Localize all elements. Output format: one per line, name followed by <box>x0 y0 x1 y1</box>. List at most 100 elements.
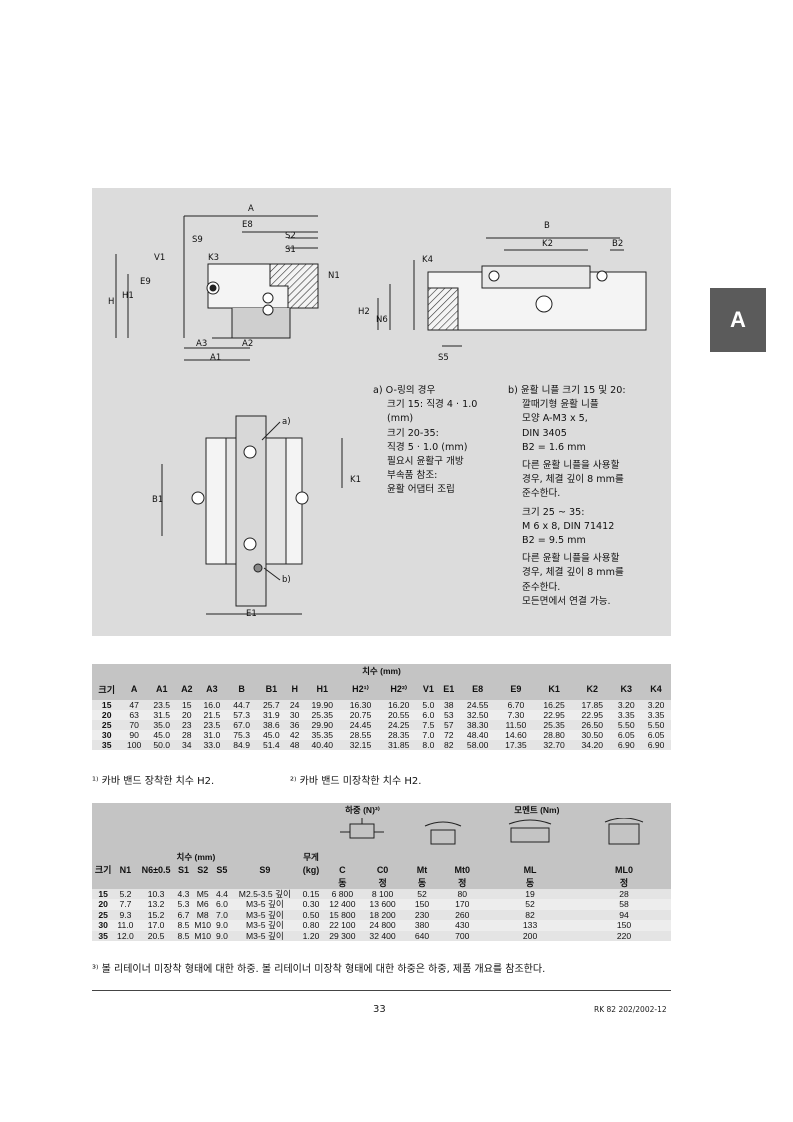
table-cell: M6 <box>191 899 214 910</box>
table-cell: 640 <box>402 930 442 942</box>
table-cell: 25 <box>92 720 122 730</box>
table-cell: 31.9 <box>256 710 287 720</box>
table-cell: 23.5 <box>197 720 227 730</box>
table-cell: 8.5 <box>175 920 192 931</box>
section-tab: A <box>710 288 766 352</box>
table-cell: 150 <box>402 899 442 910</box>
dim-label-b1: B1 <box>152 495 163 505</box>
column-header: Mt <box>402 863 442 876</box>
table-cell: 21.5 <box>197 710 227 720</box>
note-b-line: B2 = 1.6 mm <box>522 441 586 453</box>
note-a-line: a) O-링의 경우 <box>373 385 436 396</box>
table-cell: 35 <box>92 740 122 750</box>
front-section-view <box>115 215 319 361</box>
table-cell: 63 <box>121 710 147 720</box>
moment-roll-icon <box>402 817 484 851</box>
column-subheader <box>299 876 323 889</box>
table-cell: 8.5 <box>175 930 192 942</box>
table-cell: 32 400 <box>362 930 403 942</box>
note-b-line: DIN 3405 <box>522 427 567 439</box>
column-header: S5 <box>213 863 230 876</box>
note-b-line: 깔때기형 윤활 니플 <box>522 399 599 411</box>
load-icon <box>322 817 403 851</box>
table-cell: 38.6 <box>256 720 287 730</box>
column-header: E9 <box>496 678 535 700</box>
callout-b: b) <box>282 575 291 585</box>
column-header: A <box>121 678 147 700</box>
table-cell: 35 <box>92 930 115 942</box>
table-cell: 0.30 <box>299 899 323 910</box>
table-cell: 6.70 <box>496 700 535 710</box>
note-a-line: 부속품 참조: <box>387 470 438 482</box>
table-cell: 40.40 <box>303 740 342 750</box>
note-a-line: 크기 20-35: <box>387 427 439 439</box>
table-cell: 18 200 <box>362 909 403 921</box>
column-header: ML0 <box>577 863 671 876</box>
dim-label-a3: A3 <box>196 339 207 349</box>
dim-label-k4: K4 <box>422 255 433 265</box>
table-cell: 0.80 <box>299 920 323 931</box>
column-header: K4 <box>641 678 671 700</box>
table-cell: 5.3 <box>175 899 192 910</box>
table-cell: 6.90 <box>641 740 671 750</box>
table-cell: 17.35 <box>496 740 535 750</box>
table-cell: 14.60 <box>496 730 535 740</box>
dim-label-h: H <box>108 297 114 307</box>
note-b-line: 경우, 체결 깊이 8 mm를 <box>522 567 624 579</box>
dims2-header: 치수 (mm) <box>92 851 300 863</box>
table-cell: 15.2 <box>136 909 176 921</box>
table-cell: 19 <box>483 889 577 900</box>
weight-header: 무게 <box>299 851 323 863</box>
table-cell: 16.20 <box>379 700 418 710</box>
table-cell: 38.30 <box>458 720 497 730</box>
table-cell: 75.3 <box>226 730 257 740</box>
column-subheader <box>175 876 192 889</box>
note-a-line: 필요시 윤활구 개방 <box>387 456 464 468</box>
table-cell: 5.2 <box>114 889 137 900</box>
column-header: N6±0.5 <box>136 863 176 876</box>
table-cell: 31.0 <box>197 730 227 740</box>
technical-drawing-panel: A E8 S2 S1 S9 K3 V1 E9 N1 H H1 A3 A2 A1 … <box>92 188 671 636</box>
table-cell: 52 <box>483 899 577 910</box>
table-cell: 430 <box>441 920 484 931</box>
table-cell: 260 <box>441 909 484 921</box>
table-cell: 23 <box>176 720 198 730</box>
table-cell: 32.70 <box>534 740 574 750</box>
table-cell: 7.5 <box>417 720 440 730</box>
table-cell: 100 <box>121 740 147 750</box>
table-cell: 80 <box>441 889 484 900</box>
table-cell: M3-5 깊이 <box>229 899 300 910</box>
table-cell: 200 <box>483 930 577 942</box>
table-cell: 6 800 <box>322 889 363 900</box>
column-header: (kg) <box>299 863 323 876</box>
column-subheader: 동 <box>483 876 577 889</box>
moment-header: 모멘트 (Nm) <box>402 803 671 817</box>
table-cell: 6.05 <box>641 730 671 740</box>
note-b-line: 준수한다. <box>522 581 561 593</box>
column-header: S9 <box>229 863 300 876</box>
table-cell: 28.55 <box>341 730 380 740</box>
table-cell: 24.45 <box>341 720 380 730</box>
column-subheader <box>92 876 115 889</box>
table-cell: 25.35 <box>303 710 342 720</box>
table-cell: 20.75 <box>341 710 380 720</box>
table-cell: 42 <box>286 730 304 740</box>
table-cell: M10 <box>191 920 214 931</box>
table-cell: 5.0 <box>417 700 440 710</box>
table-cell: 82 <box>483 909 577 921</box>
column-subheader: 정 <box>577 876 671 889</box>
table-cell: 9.3 <box>114 909 137 921</box>
column-subheader <box>229 876 300 889</box>
table-cell: 28 <box>176 730 198 740</box>
column-subheader: 동 <box>402 876 442 889</box>
table-cell: 3.20 <box>641 700 671 710</box>
dim-label-e1: E1 <box>246 609 257 619</box>
dim-label-s9: S9 <box>192 235 203 245</box>
